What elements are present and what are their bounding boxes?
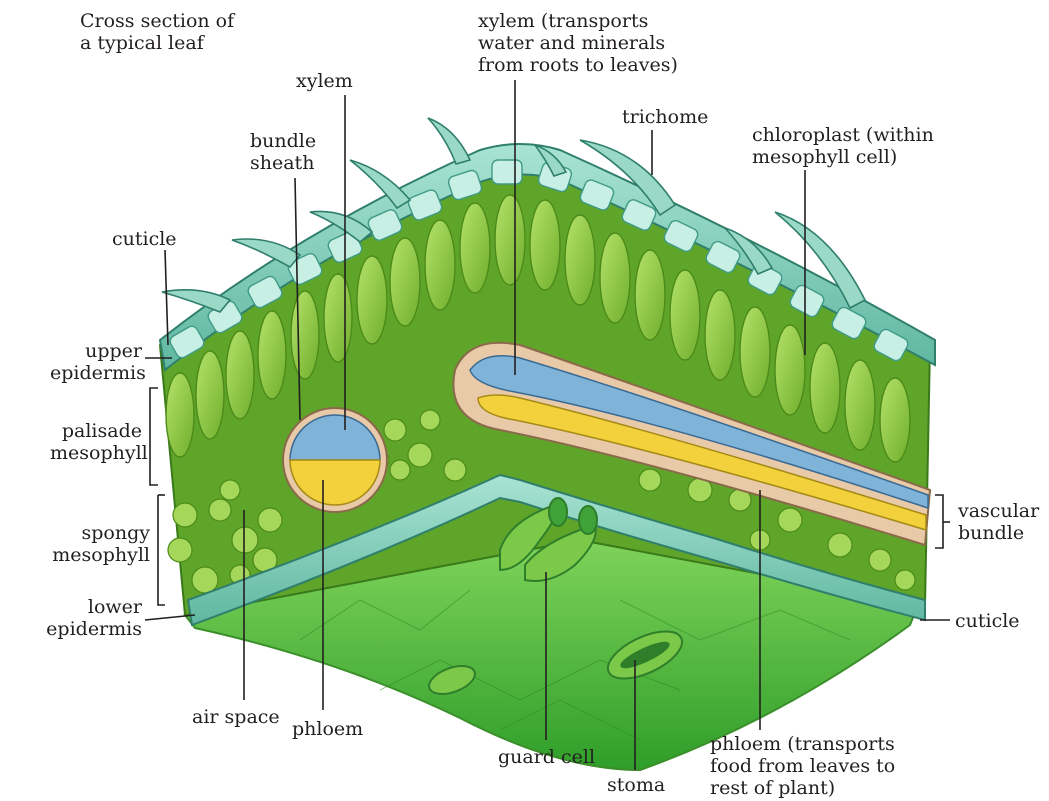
label-phloem-transport: phloem (transports food from leaves to r… (710, 733, 895, 799)
label-stoma: stoma (607, 774, 665, 796)
label-vascular-bundle: vascular bundle (958, 500, 1039, 544)
label-xylem: xylem (296, 70, 353, 92)
label-trichome: trichome (622, 106, 708, 128)
label-palisade-mesophyll: palisade mesophyll (50, 420, 142, 464)
label-lower-epidermis: lower epidermis (40, 596, 142, 640)
label-upper-epidermis: upper epidermis (50, 340, 142, 384)
label-spongy-mesophyll: spongy mesophyll (30, 522, 150, 566)
label-phloem: phloem (292, 718, 363, 740)
label-bundle-sheath: bundle sheath (250, 130, 316, 174)
label-xylem-transport: xylem (transports water and minerals fro… (478, 10, 678, 76)
label-air-space: air space (192, 706, 280, 728)
label-chloroplast: chloroplast (within mesophyll cell) (752, 124, 934, 168)
label-cuticle-bottom: cuticle (955, 610, 1020, 632)
label-cuticle-top: cuticle (112, 228, 177, 250)
diagram-title: Cross section of a typical leaf (80, 10, 234, 54)
label-guard-cell: guard cell (498, 746, 595, 768)
